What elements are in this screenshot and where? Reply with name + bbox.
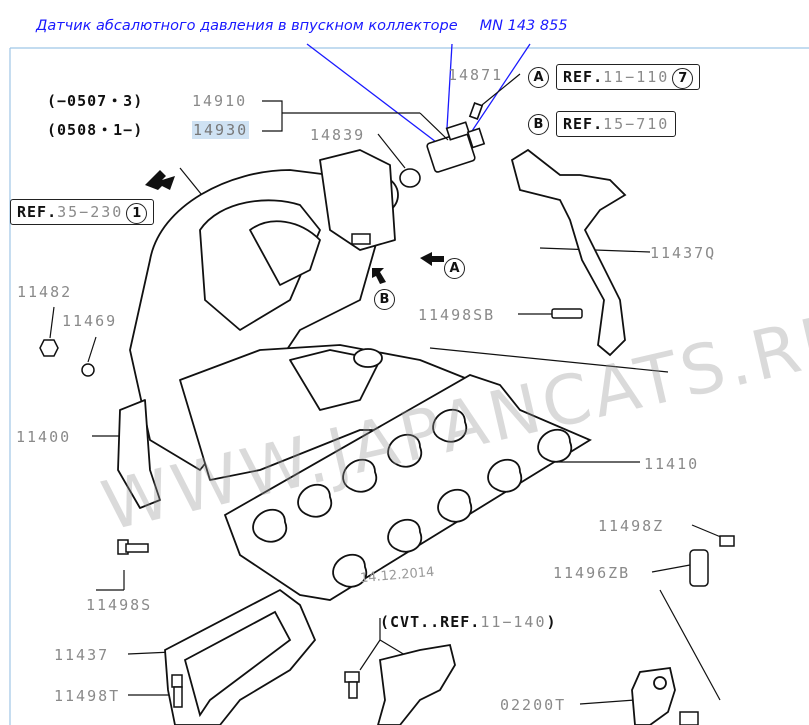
label-11437[interactable]: 11437	[54, 646, 110, 664]
caption-title: Датчик абсалютного давления в впускном к…	[36, 18, 458, 34]
label-02200t[interactable]: 02200T	[500, 696, 567, 714]
ref-box-circle: 7	[672, 68, 694, 89]
marker-b-circle: B	[528, 114, 549, 135]
direction-arrows	[145, 170, 444, 284]
fasteners	[39, 233, 735, 725]
ref-box-key: REF.	[17, 203, 58, 221]
caption-part-number: MN 143 855	[479, 18, 568, 34]
label-11498z[interactable]: 11498Z	[598, 517, 665, 535]
label-14839[interactable]: 14839	[310, 126, 366, 144]
bracket-02200t	[631, 666, 676, 725]
label-11498s[interactable]: 11498S	[86, 596, 153, 614]
cvt-ref-link[interactable]: 11−140	[480, 613, 547, 631]
label-14910[interactable]: 14910	[192, 92, 248, 110]
bracket-11437	[164, 588, 317, 725]
map-sensor-shape	[399, 102, 486, 188]
label-range-2: (0508・1−)	[47, 121, 144, 139]
cvt-ref-note: (CVT..REF.11−140)	[380, 613, 558, 631]
label-11496zb[interactable]: 11496ZB	[553, 564, 631, 582]
label-14930[interactable]: 14930	[192, 121, 250, 139]
ref-box-value: 35−230	[57, 203, 124, 221]
sensor-caption: Датчик абсалютного давления в впускном к…	[36, 18, 568, 34]
marker-a-circle: A	[528, 67, 549, 88]
ref-box-value: 11−110	[603, 68, 670, 86]
marker-b-arrow: B	[374, 289, 395, 310]
label-11410[interactable]: 11410	[644, 455, 700, 473]
manifold-gasket	[223, 374, 592, 601]
manifold-body	[117, 149, 521, 509]
cvt-prefix: (CVT..REF.	[380, 613, 481, 631]
label-11482[interactable]: 11482	[17, 283, 73, 301]
ref-box-key: REF.	[563, 68, 604, 86]
cvt-suffix: )	[546, 613, 558, 631]
ref-box-circle: 1	[126, 203, 148, 224]
label-11469[interactable]: 11469	[62, 312, 118, 330]
marker-a-arrow: A	[444, 258, 465, 279]
label-11498t[interactable]: 11498T	[54, 687, 121, 705]
label-14871[interactable]: 14871	[448, 66, 504, 84]
cvt-bracket	[377, 643, 456, 725]
label-range-1: (−0507・3)	[47, 92, 144, 110]
ref-box-key: REF.	[563, 115, 604, 133]
ref-box-value: 15−710	[603, 115, 670, 133]
label-11400[interactable]: 11400	[16, 428, 72, 446]
label-11437q[interactable]: 11437Q	[650, 244, 717, 262]
bracket-11437q	[510, 148, 627, 357]
ref-box-15-710[interactable]: REF.15−710	[556, 111, 677, 137]
label-11498sb[interactable]: 11498SB	[418, 306, 496, 324]
